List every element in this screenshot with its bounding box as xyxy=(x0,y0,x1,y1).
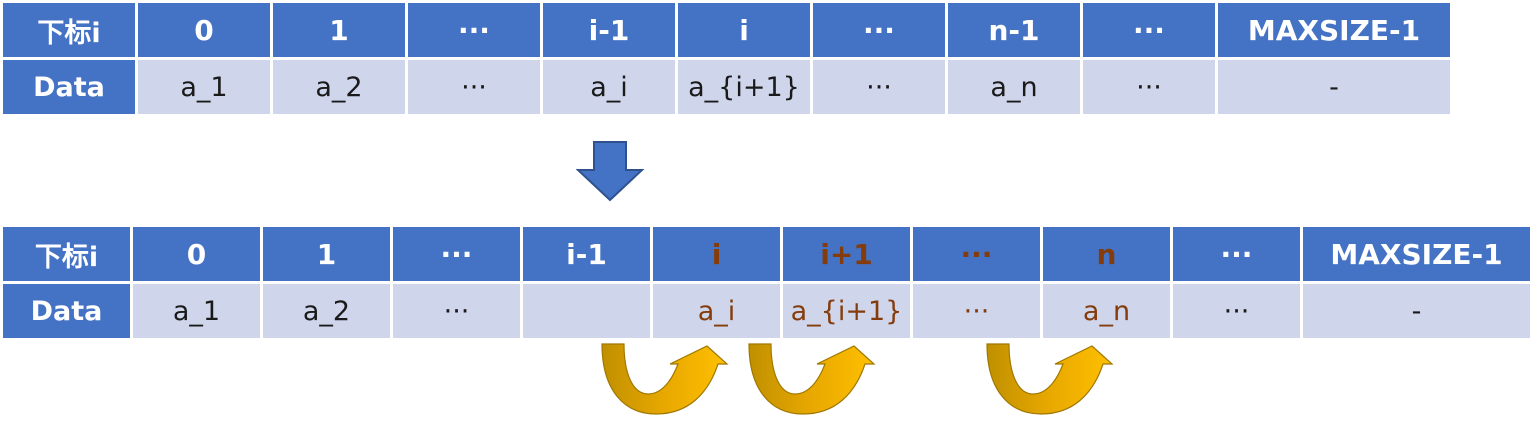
data-row-label: Data xyxy=(3,284,130,338)
curved-arrow-icon xyxy=(601,343,729,415)
curved-arrow-icon xyxy=(748,343,876,415)
index-cell: i-1 xyxy=(543,3,675,57)
data-cell: ··· xyxy=(408,60,540,114)
data-cell: - xyxy=(1303,284,1530,338)
index-cell: 1 xyxy=(273,3,405,57)
data-cell: ··· xyxy=(813,60,945,114)
index-cell: 1 xyxy=(263,227,390,281)
index-cell: i xyxy=(678,3,810,57)
data-cell-shifted: a_i xyxy=(653,284,780,338)
index-cell: 0 xyxy=(133,227,260,281)
index-cell-shifted: n xyxy=(1043,227,1170,281)
data-row-label: Data xyxy=(3,60,135,114)
data-cell: ··· xyxy=(1083,60,1215,114)
data-cell: ··· xyxy=(1173,284,1300,338)
index-cell: MAXSIZE-1 xyxy=(1303,227,1530,281)
array-table-after: 下标i 0 1 ··· i-1 i i+1 ··· n ··· MAXSIZE-… xyxy=(3,227,1530,338)
curved-arrow-icon xyxy=(986,343,1114,415)
data-cell: a_i xyxy=(543,60,675,114)
data-cell-shifted: a_{i+1} xyxy=(783,284,910,338)
index-cell: i-1 xyxy=(523,227,650,281)
data-cell: a_1 xyxy=(138,60,270,114)
data-cell-shifted: ··· xyxy=(913,284,1040,338)
index-row-label: 下标i xyxy=(3,3,135,57)
data-cell: a_2 xyxy=(273,60,405,114)
index-cell: ··· xyxy=(393,227,520,281)
arrow-down-icon xyxy=(576,141,645,202)
data-cell-shifted: a_n xyxy=(1043,284,1170,338)
index-cell: ··· xyxy=(1173,227,1300,281)
index-cell-shifted: i+1 xyxy=(783,227,910,281)
index-cell: 0 xyxy=(138,3,270,57)
data-cell: a_n xyxy=(948,60,1080,114)
index-row-label: 下标i xyxy=(3,227,130,281)
data-cell-empty xyxy=(523,284,650,338)
data-cell: ··· xyxy=(393,284,520,338)
index-cell: MAXSIZE-1 xyxy=(1218,3,1450,57)
index-cell: ··· xyxy=(813,3,945,57)
index-cell: ··· xyxy=(1083,3,1215,57)
index-cell: n-1 xyxy=(948,3,1080,57)
data-cell: - xyxy=(1218,60,1450,114)
index-cell-shifted: i xyxy=(653,227,780,281)
data-cell: a_{i+1} xyxy=(678,60,810,114)
index-cell: ··· xyxy=(408,3,540,57)
array-table-before: 下标i 0 1 ··· i-1 i ··· n-1 ··· MAXSIZE-1 … xyxy=(3,3,1450,114)
data-cell: a_1 xyxy=(133,284,260,338)
index-cell-shifted: ··· xyxy=(913,227,1040,281)
data-cell: a_2 xyxy=(263,284,390,338)
